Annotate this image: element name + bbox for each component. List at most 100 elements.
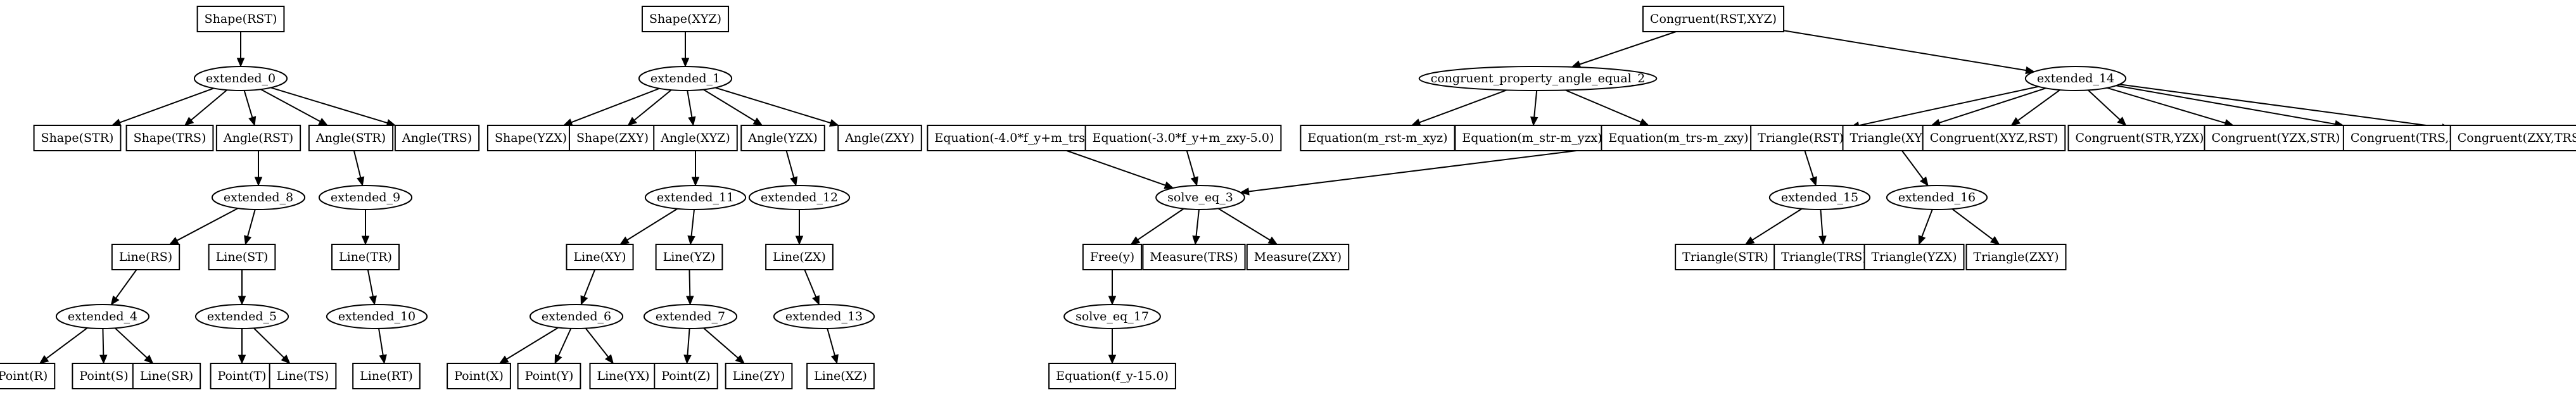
edge-line: [1186, 150, 1195, 178]
node-label: Angle(RST): [223, 131, 293, 145]
node-box-angle-str: Angle(STR): [308, 125, 394, 151]
node-step-extended-5: extended_5: [194, 304, 289, 329]
edge-line: [114, 327, 148, 358]
edge-solve17-to-eq_fy: [1108, 329, 1117, 365]
edge-line: [1804, 150, 1814, 178]
node-ellipse: [326, 304, 428, 329]
edge-ext9-to-line_tr: [361, 210, 370, 246]
edge-ext1-to-shape_yzx: [562, 87, 660, 126]
node-rect: [331, 244, 400, 270]
arrowhead-icon: [735, 355, 745, 364]
node-label: solve_eq_17: [1075, 310, 1149, 323]
edge-line: [1217, 208, 1271, 241]
edge-ext7-to-point_z: [683, 328, 692, 365]
edge-ext6-to-line_yx: [585, 327, 614, 365]
node-ellipse: [2024, 66, 2127, 91]
node-ellipse: [318, 185, 413, 210]
node-label: Equation(m_trs-m_zxy): [1608, 131, 1748, 145]
node-label: Point(Y): [525, 369, 574, 383]
node-label: congruent_property_angle_equal_2: [1431, 72, 1646, 85]
edge-ext14-to-cong_yzx_str: [2107, 87, 2234, 127]
node-label: Congruent(XYZ,RST): [1930, 131, 2059, 145]
node-box-angle-trs: Angle(TRS): [394, 125, 480, 151]
node-box-line-xy: Line(XY): [566, 244, 634, 270]
edge-line: [687, 328, 690, 356]
node-rect: [568, 125, 657, 151]
arrowhead-icon: [248, 116, 257, 127]
edge-line_yz-to-ext7: [686, 269, 694, 306]
node-label: Shape(XYZ): [649, 12, 721, 26]
node-label: Equation(m_str-m_yzx): [1462, 131, 1602, 145]
node-rect: [0, 363, 56, 389]
node-label: Measure(TRS): [1150, 250, 1238, 264]
edge-line: [367, 269, 374, 297]
node-rect: [1642, 6, 1785, 32]
node-label: Triangle(STR): [1682, 250, 1768, 264]
node-box-line-yx: Line(YX): [589, 363, 657, 389]
edge-line: [688, 269, 691, 297]
node-rect: [566, 244, 634, 270]
edge-line: [703, 89, 756, 122]
edge-ext14-to-cong_str_yzx: [2088, 89, 2127, 126]
edge-ext4-to-point_r: [39, 327, 88, 364]
node-rect: [765, 244, 834, 270]
node-box-shape-xyz: Shape(XYZ): [641, 6, 730, 32]
edge-line: [1565, 89, 1642, 123]
arrowhead-icon: [1164, 181, 1174, 189]
node-ellipse: [1063, 304, 1161, 329]
node-ellipse: [55, 304, 150, 329]
node-label: Shape(YZX): [495, 131, 567, 145]
node-label: Point(S): [79, 369, 128, 383]
edge-tri_xyz-to-ext16: [1901, 150, 1929, 187]
arrowhead-icon: [110, 295, 120, 306]
edge-line: [247, 209, 256, 237]
node-label: Equation(f_y-15.0): [1056, 369, 1169, 383]
node-rect: [308, 125, 394, 151]
node-label: Line(ZX): [773, 250, 826, 264]
node-label: Point(T): [218, 369, 267, 383]
edge-line: [571, 87, 660, 123]
node-rect: [1965, 244, 2067, 270]
node-rect: [210, 363, 274, 389]
edge-congruent_main-to-ext14: [1783, 30, 2035, 75]
edge-line: [2088, 89, 2121, 120]
node-box-equation-m-rst-m-xyz: Equation(m_rst-m_xyz): [1300, 125, 1456, 151]
edge-ext0-to-shape_trs: [184, 89, 228, 126]
edge-line: [583, 269, 596, 298]
arrowhead-icon: [752, 117, 763, 126]
edge-line: [243, 90, 253, 118]
edge-solve3-to-measure_trs: [1192, 209, 1200, 246]
edge-line_xy-to-ext6: [580, 269, 596, 306]
arrowhead-icon: [681, 58, 690, 68]
node-rect: [740, 125, 825, 151]
edge-eq_a-to-solve3: [1066, 150, 1174, 189]
arrowhead-icon: [238, 355, 246, 365]
node-box-angle-rst: Angle(RST): [215, 125, 301, 151]
node-step-extended-7: extended_7: [643, 304, 738, 329]
node-box-angle-yzx: Angle(YZX): [740, 125, 825, 151]
edges-layer: [39, 30, 2452, 365]
edge-ext4-to-point_s: [99, 328, 108, 365]
arrowhead-icon: [1989, 236, 2000, 245]
node-step-extended-14: extended_14: [2024, 66, 2127, 91]
arrowhead-icon: [99, 355, 108, 365]
node-rect: [72, 363, 136, 389]
edge-line: [557, 328, 572, 356]
node-ellipse: [748, 185, 851, 210]
node-box-angle-zxy: Angle(ZXY): [837, 125, 922, 151]
node-rect: [352, 363, 421, 389]
edge-line: [1137, 208, 1184, 241]
node-box-point-y: Point(Y): [517, 363, 581, 389]
edge-line: [1951, 208, 1993, 240]
edge-line: [687, 90, 693, 118]
node-box-line-st: Line(ST): [208, 244, 276, 270]
node-label: Triangle(TRS): [1781, 250, 1867, 264]
edge-ext10-to-line_rt: [378, 328, 387, 365]
node-step-extended-9: extended_9: [318, 185, 413, 210]
arrowhead-icon: [1190, 176, 1198, 187]
node-label: Line(RS): [119, 250, 172, 264]
node-step-extended-11: extended_11: [644, 185, 747, 210]
node-ellipse: [1418, 66, 1658, 91]
node-box-point-z: Point(Z): [654, 363, 718, 389]
edge-line: [827, 328, 835, 356]
